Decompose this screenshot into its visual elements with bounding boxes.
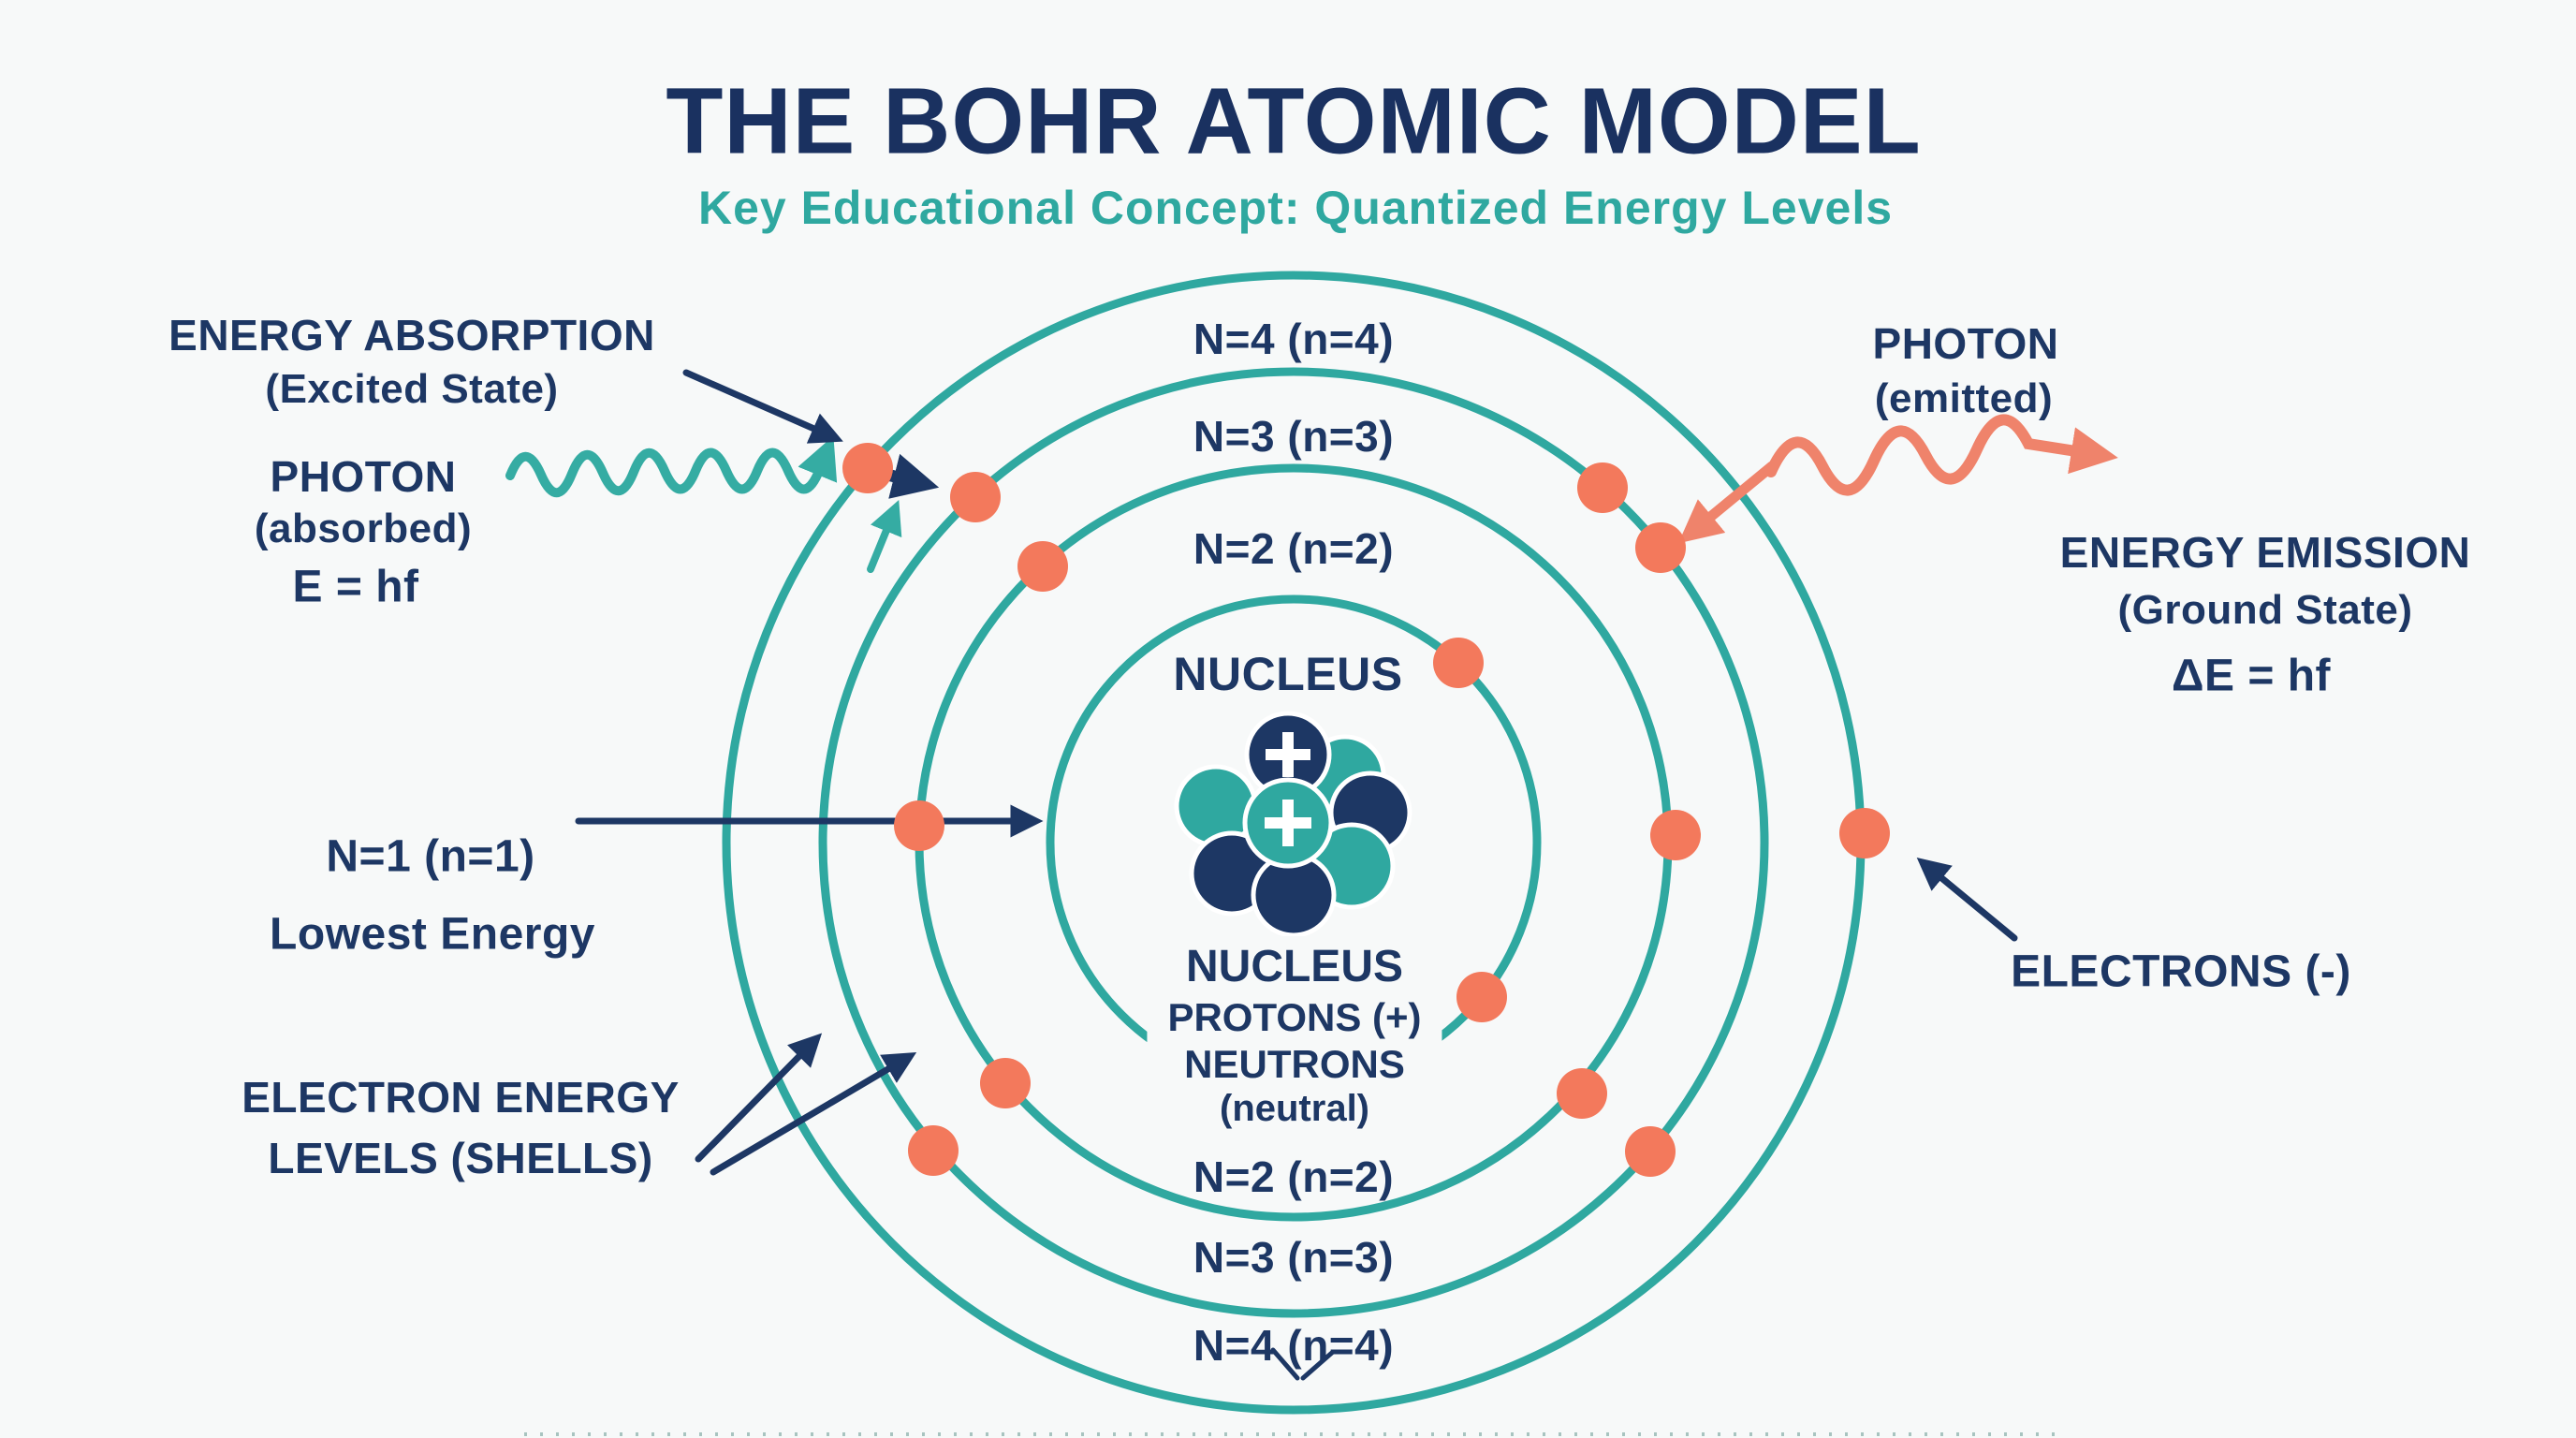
nucleus-top-label: NUCLEUS xyxy=(1173,648,1403,700)
ground-state-label: (Ground State) xyxy=(2117,587,2413,633)
electron-dot xyxy=(980,1058,1031,1108)
electron-dot xyxy=(950,472,1001,522)
plus-sign-icon xyxy=(1266,732,1310,777)
electron-energy-label-line2: LEVELS (SHELLS) xyxy=(268,1134,653,1182)
electron-dot xyxy=(1635,522,1686,573)
photon-emitted-wavy-arrow xyxy=(1765,414,2118,496)
protons-label: PROTONS (+) xyxy=(1167,995,1422,1039)
electron-dot xyxy=(1456,972,1507,1022)
emitted-label: (emitted) xyxy=(1874,375,2054,421)
plus-sign-icon xyxy=(1265,800,1311,846)
electron-dot xyxy=(908,1125,959,1176)
neutrons-label: NEUTRONS xyxy=(1184,1042,1405,1086)
electron-dot xyxy=(894,800,944,851)
absorption-pointer-arrow xyxy=(682,369,843,444)
electron-dot xyxy=(1557,1068,1607,1119)
electron-energy-label-line1: ELECTRON ENERGY xyxy=(242,1073,680,1122)
electron-dot xyxy=(842,443,893,493)
shells-pointer-arrow-2 xyxy=(710,1052,917,1176)
photon-emitted-label: PHOTON xyxy=(1872,319,2059,368)
emission-formula: ΔE = hf xyxy=(2171,651,2332,701)
page-title: THE BOHR ATOMIC MODEL xyxy=(666,68,1922,174)
n1-label: N=1 (n=1) xyxy=(326,831,535,882)
shells-pointer-arrow-1 xyxy=(695,1033,823,1163)
nucleus-cluster xyxy=(1174,711,1412,938)
absorbed-label: (absorbed) xyxy=(254,506,473,551)
electron-jump-up-arrow xyxy=(867,500,902,573)
neutral-label: (neutral) xyxy=(1220,1088,1369,1129)
electrons-pointer-arrow xyxy=(1916,857,2018,942)
lowest-energy-label: Lowest Energy xyxy=(270,909,595,960)
electron-dot xyxy=(1650,810,1701,860)
electrons-label: ELECTRONS (-) xyxy=(2011,946,2351,997)
electron-dot xyxy=(1577,462,1628,513)
shell-label-bottom-n3: N=3 (n=3) xyxy=(1193,1233,1395,1282)
bottom-v-mark xyxy=(1270,1347,1336,1381)
electron-dot xyxy=(1625,1126,1676,1177)
photon-absorbed-label: PHOTON xyxy=(270,452,457,501)
shell-label-bottom-n2: N=2 (n=2) xyxy=(1193,1152,1395,1201)
shell-ring-n3 xyxy=(818,367,1769,1318)
shell-label-top-n4: N=4 (n=4) xyxy=(1193,315,1395,363)
electron-dot xyxy=(1433,638,1484,688)
shell-label-bottom-n4: N=4 (n=4) xyxy=(1193,1321,1395,1370)
energy-emission-label: ENERGY EMISSION xyxy=(2059,528,2471,577)
shell-label-top-n3: N=3 (n=3) xyxy=(1193,412,1395,461)
excited-state-label: (Excited State) xyxy=(265,366,559,412)
energy-absorption-label: ENERGY ABSORPTION xyxy=(168,311,655,360)
nucleus-block-title: NUCLEUS xyxy=(1185,942,1403,991)
electron-dot xyxy=(1839,808,1890,858)
emission-transition-arrow xyxy=(1677,461,1778,544)
photon-absorbed-wavy-arrow xyxy=(505,435,838,498)
electrons-layer xyxy=(842,443,1890,1177)
page-subtitle: Key Educational Concept: Quantized Energ… xyxy=(697,182,1894,234)
absorption-formula: E = hf xyxy=(292,562,419,612)
shell-label-top-n2: N=2 (n=2) xyxy=(1193,524,1395,573)
nucleus-description-block: NUCLEUS PROTONS (+) NEUTRONS (neutral) xyxy=(1147,936,1442,1133)
electron-dot xyxy=(1017,541,1068,592)
